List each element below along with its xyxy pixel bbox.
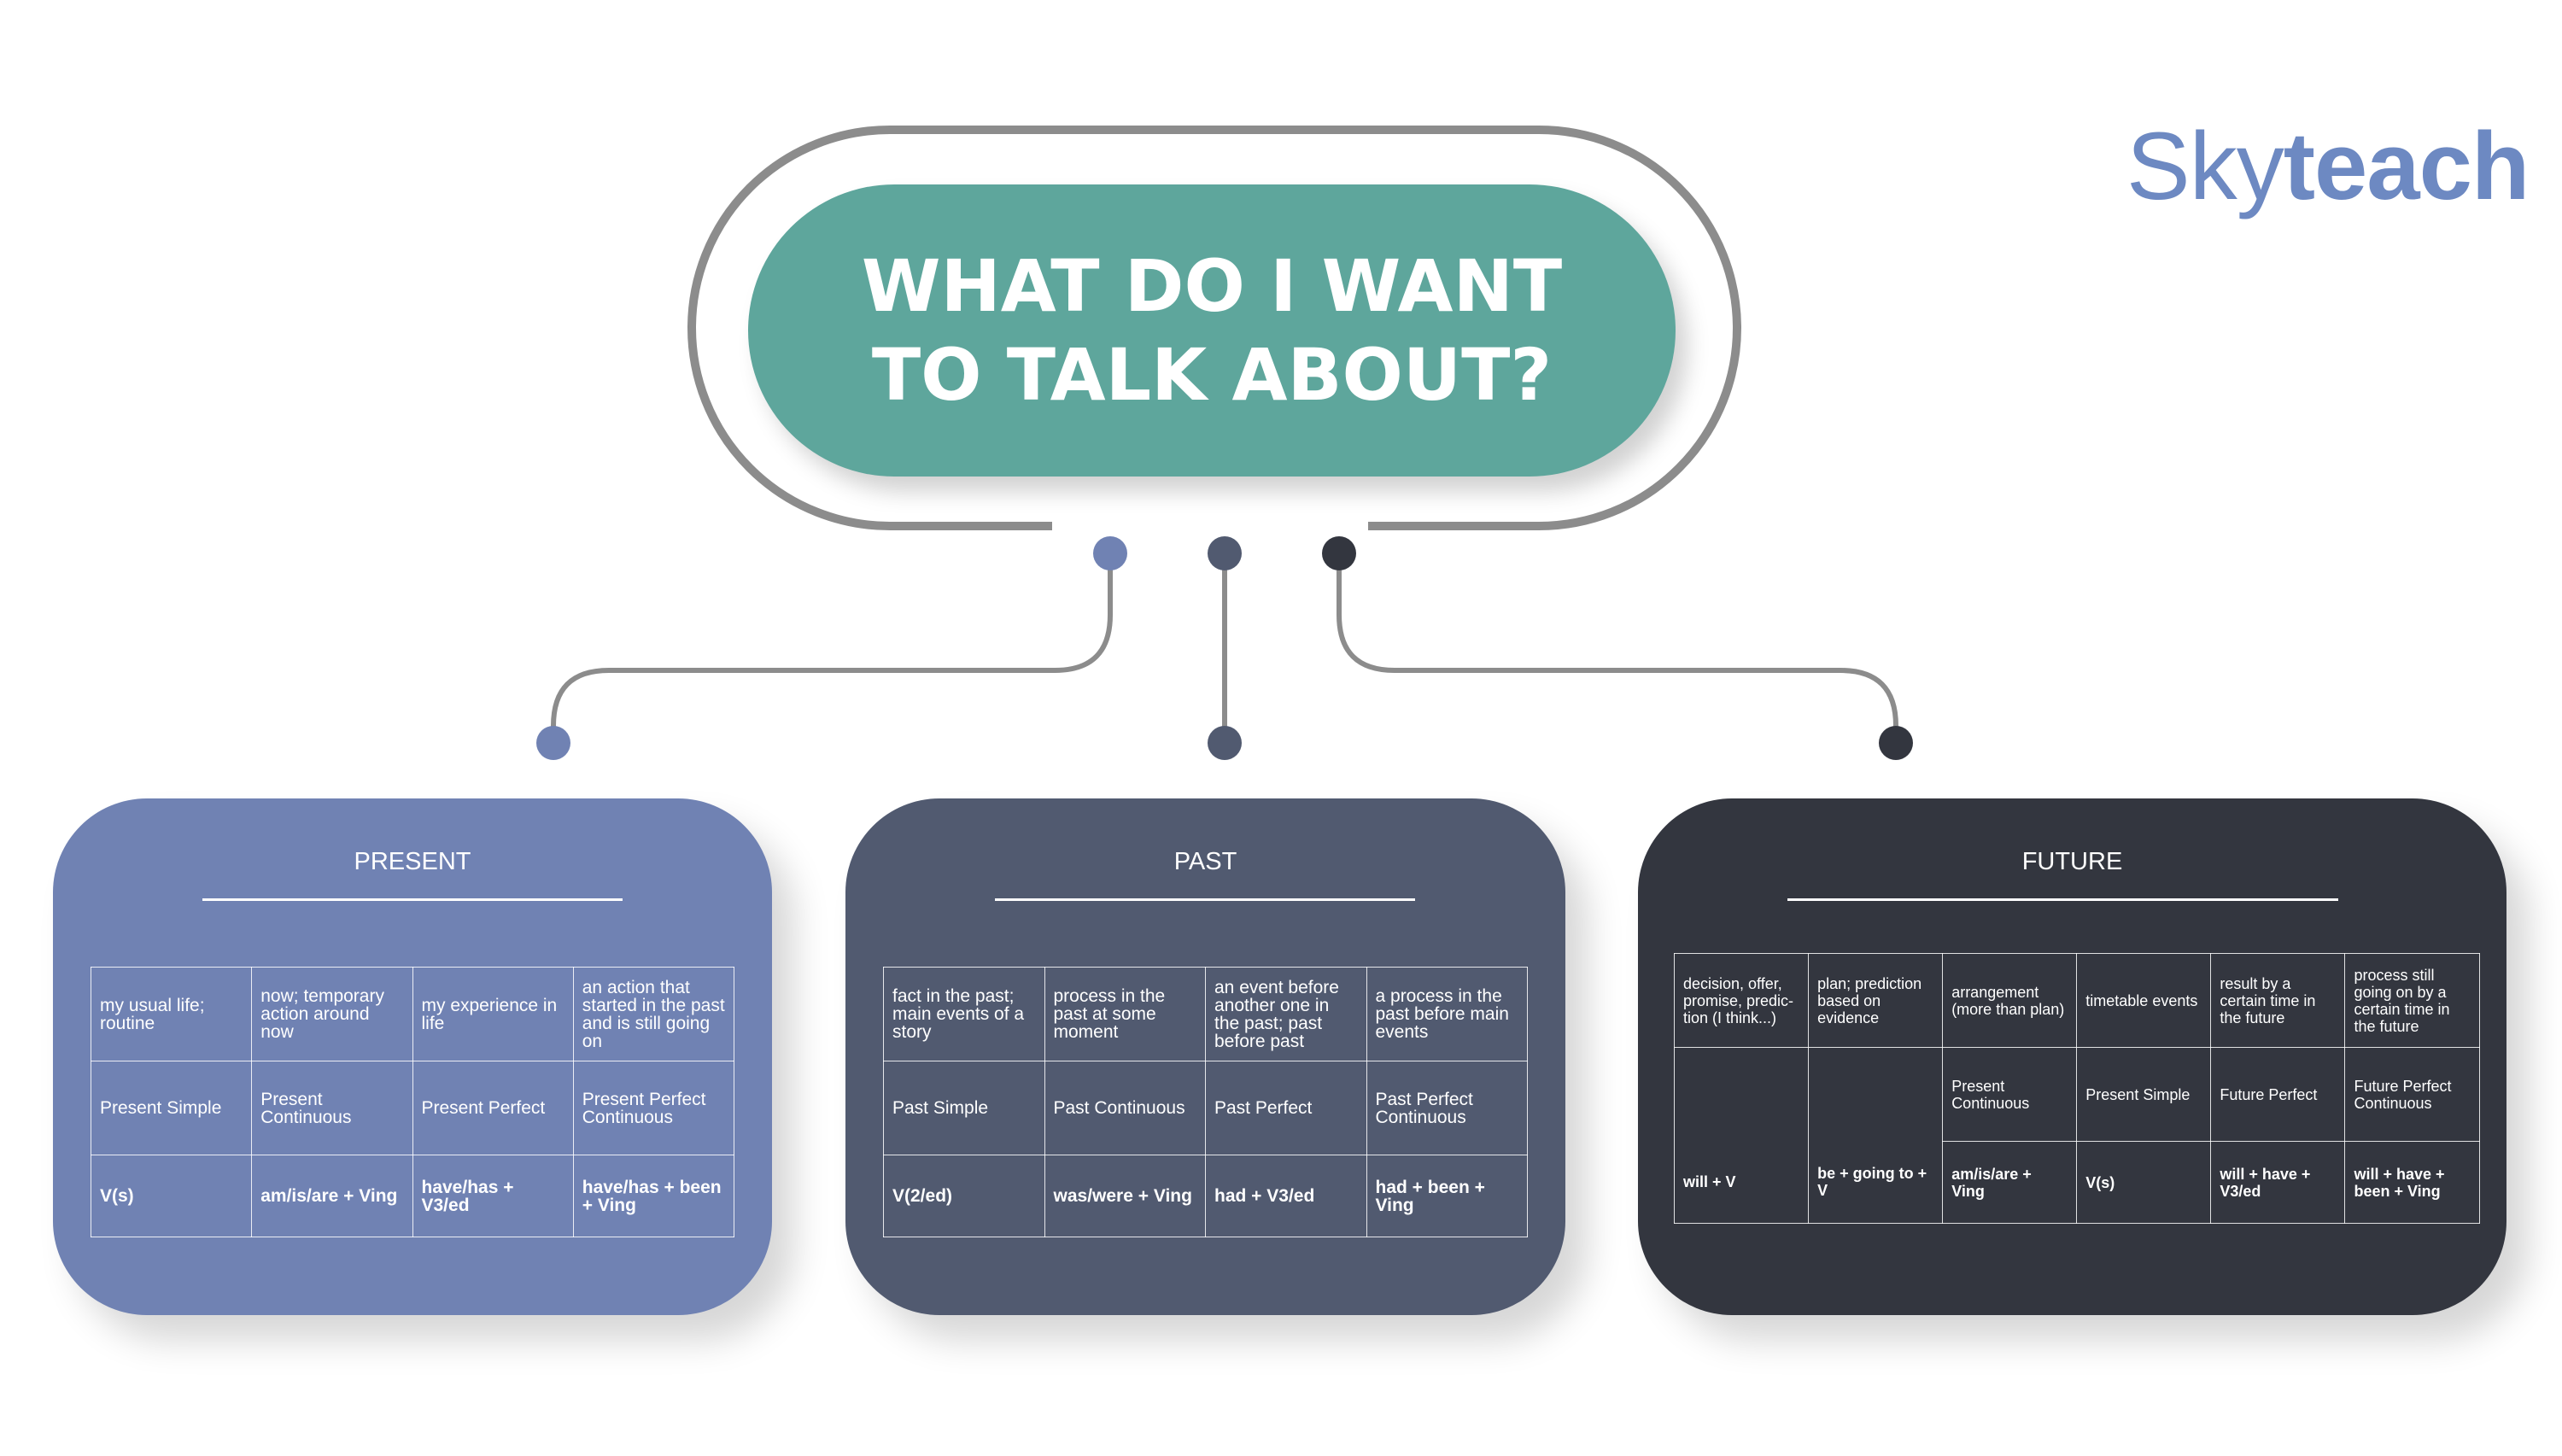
table-cell: be + going to + V — [1808, 1047, 1944, 1224]
present-card: PRESENT my usual life; routine now; temp… — [53, 798, 772, 1315]
table-cell: an event before another one in the past;… — [1205, 967, 1367, 1061]
future-tense-table: decision, offer, promise, predic-tion (I… — [1673, 953, 2480, 1224]
main-question: WHAT DO I WANT TO TALK ABOUT? — [862, 242, 1562, 419]
table-cell: result by a certain time in the future — [2210, 953, 2346, 1048]
table-cell: my experience in life — [412, 967, 574, 1061]
table-cell: was/were + Ving — [1044, 1155, 1206, 1237]
table-cell: Present Continuous — [1942, 1047, 2078, 1142]
table-cell: arrangement (more than plan) — [1942, 953, 2078, 1048]
present-tense-table: my usual life; routine now; temporary ac… — [90, 967, 735, 1237]
heading-divider — [1787, 898, 2338, 901]
card-heading: FUTURE — [2021, 848, 2123, 875]
table-cell: will + V — [1673, 1047, 1810, 1224]
table-cell: Past Continuous — [1044, 1061, 1206, 1155]
node-past-bottom — [1208, 726, 1242, 760]
title-line-2: TO TALK ABOUT? — [871, 333, 1553, 417]
future-card: FUTURE decision, offer, promise, predic-… — [1638, 798, 2506, 1315]
table-cell: am/is/are + Ving — [1942, 1141, 2078, 1224]
table-cell: Future Perfect — [2210, 1047, 2346, 1142]
table-cell: an action that started in the past and i… — [572, 967, 735, 1061]
connector-future — [1337, 553, 1898, 743]
table-cell: process in the past at some moment — [1044, 967, 1206, 1061]
heading-divider — [995, 898, 1415, 901]
table-cell: fact in the past; main events of a story — [883, 967, 1045, 1061]
table-cell: Past Perfect Continuous — [1366, 1061, 1528, 1155]
table-cell: Present Perfect Continuous — [572, 1061, 735, 1155]
table-cell: my usual life; routine — [90, 967, 253, 1061]
table-cell: had + been + Ving — [1366, 1155, 1528, 1237]
table-cell: V(2/ed) — [883, 1155, 1045, 1237]
heading-divider — [202, 898, 623, 901]
table-cell: had + V3/ed — [1205, 1155, 1367, 1237]
connector-present — [551, 553, 1113, 743]
node-future-top — [1322, 536, 1356, 570]
table-cell: Present Simple — [2076, 1047, 2212, 1142]
node-future-bottom — [1879, 726, 1913, 760]
table-cell: Present Perfect — [412, 1061, 574, 1155]
table-cell: process still going on by a certain time… — [2344, 953, 2480, 1048]
table-cell: have/has + been + Ving — [572, 1155, 735, 1237]
table-cell: Present Continuous — [251, 1061, 413, 1155]
table-cell: timetable events — [2076, 953, 2212, 1048]
table-cell: decision, offer, promise, predic-tion (I… — [1673, 953, 1810, 1048]
table-cell: V(s) — [90, 1155, 253, 1237]
table-cell: Future Perfect Continuous — [2344, 1047, 2480, 1142]
table-cell: Past Perfect — [1205, 1061, 1367, 1155]
title-line-1: WHAT DO I WANT — [861, 244, 1563, 328]
table-cell: V(s) — [2076, 1141, 2212, 1224]
card-heading: PRESENT — [354, 848, 471, 875]
table-cell: plan; prediction based on evidence — [1808, 953, 1944, 1048]
table-cell: Present Simple — [90, 1061, 253, 1155]
title-outline-ring — [687, 126, 1741, 530]
card-heading: PAST — [1173, 848, 1237, 875]
past-card: PAST fact in the past; main events of a … — [845, 798, 1565, 1315]
table-cell: now; temporary action around now — [251, 967, 413, 1061]
past-tense-table: fact in the past; main events of a story… — [883, 967, 1528, 1237]
title-pill: WHAT DO I WANT TO TALK ABOUT? — [748, 184, 1676, 477]
node-present-bottom — [536, 726, 570, 760]
table-cell: am/is/are + Ving — [251, 1155, 413, 1237]
node-present-top — [1093, 536, 1127, 570]
node-past-top — [1208, 536, 1242, 570]
table-cell: will + have + been + Ving — [2344, 1141, 2480, 1224]
skyteach-logo: Skyteach — [2126, 113, 2530, 219]
table-cell: Past Simple — [883, 1061, 1045, 1155]
table-cell: a process in the past before main events — [1366, 967, 1528, 1061]
table-cell: have/has + V3/ed — [412, 1155, 574, 1237]
table-cell: will + have + V3/ed — [2210, 1141, 2346, 1224]
